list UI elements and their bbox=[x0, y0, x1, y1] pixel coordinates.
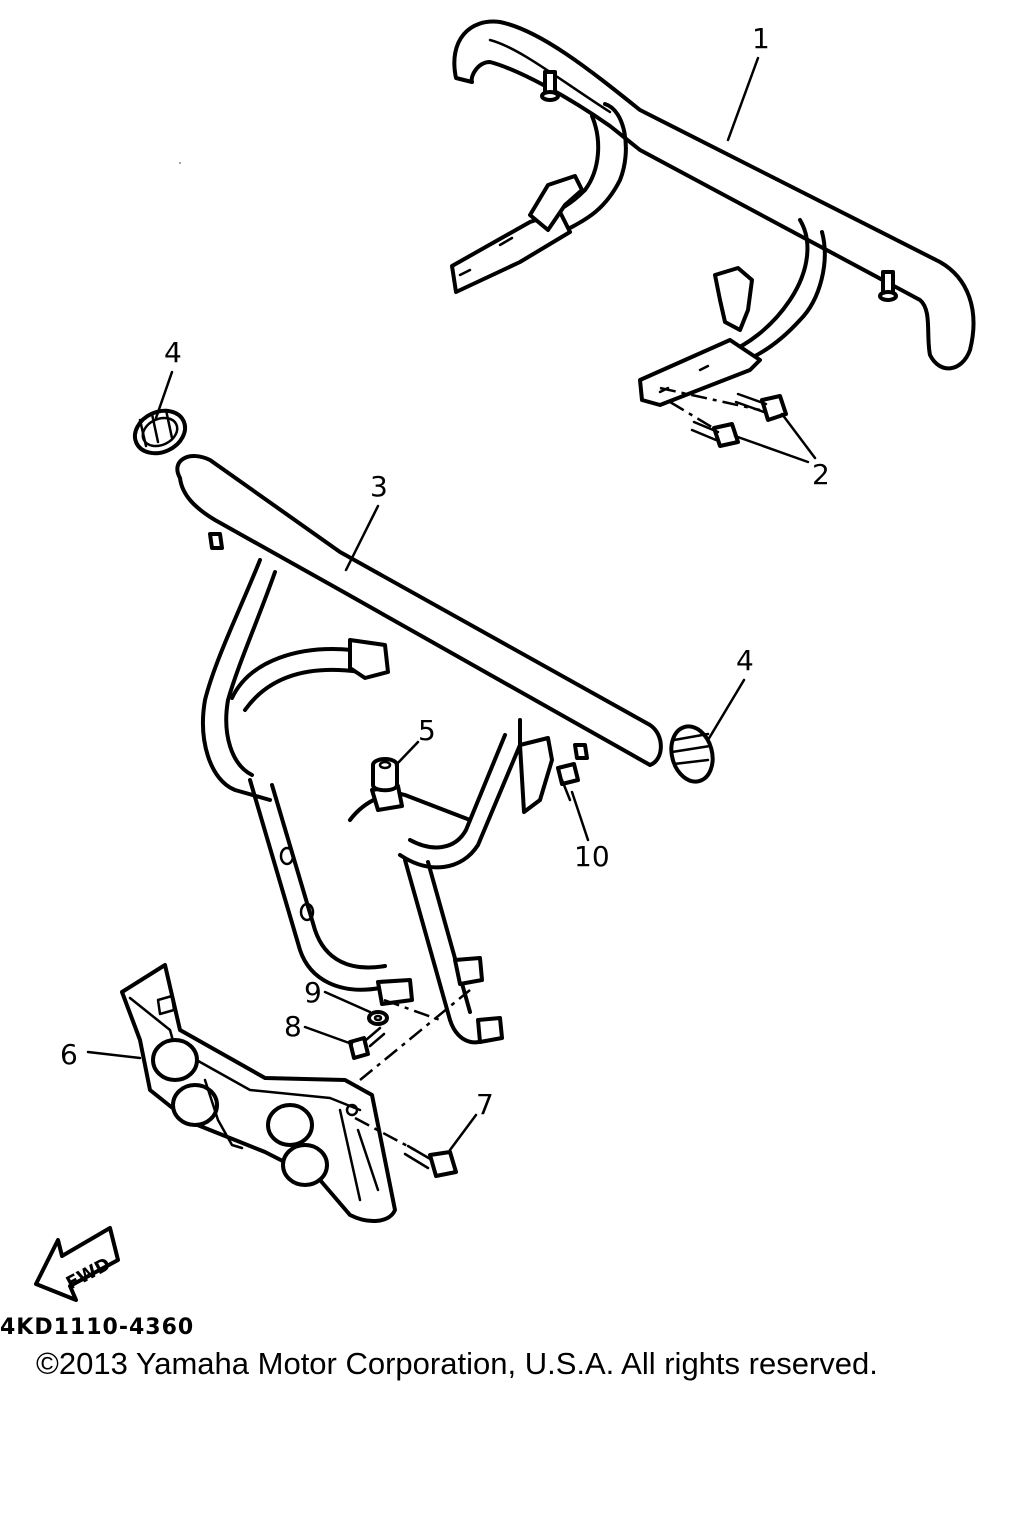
drawing-code: 4KD1110-4360 bbox=[0, 1315, 194, 1340]
end-cap-part-4-left bbox=[132, 408, 188, 456]
front-bumper-part-3 bbox=[175, 454, 663, 1045]
skid-plate-part-6 bbox=[120, 963, 397, 1223]
end-cap-part-4-right bbox=[669, 724, 715, 784]
callout-4-right: 4 bbox=[736, 644, 754, 677]
scan-speck bbox=[179, 162, 181, 164]
callout-9: 9 bbox=[304, 976, 322, 1009]
callout-4-left: 4 bbox=[164, 336, 182, 369]
forward-arrow-icon: FWD bbox=[34, 1226, 120, 1302]
bolts-part-2 bbox=[659, 386, 788, 448]
washer-part-9 bbox=[367, 1010, 389, 1026]
callout-8: 8 bbox=[284, 1010, 302, 1043]
bolt-part-10 bbox=[556, 762, 580, 802]
callout-2: 2 bbox=[812, 458, 830, 491]
callout-5: 5 bbox=[418, 714, 436, 747]
bolt-part-8 bbox=[348, 1026, 386, 1060]
grab-bar-part-1 bbox=[450, 19, 976, 407]
callout-7: 7 bbox=[476, 1088, 494, 1121]
leader-lines bbox=[86, 56, 817, 1152]
assembly-line-2 bbox=[383, 998, 441, 1022]
bolt-part-7 bbox=[354, 1116, 458, 1178]
assembly-line bbox=[359, 989, 471, 1081]
callout-6: 6 bbox=[60, 1038, 78, 1071]
callout-1: 1 bbox=[752, 22, 770, 55]
callout-10: 10 bbox=[574, 840, 610, 873]
callout-3: 3 bbox=[370, 470, 388, 503]
copyright-notice: ©2013 Yamaha Motor Corporation, U.S.A. A… bbox=[36, 1346, 878, 1381]
collar-part-5 bbox=[371, 757, 399, 793]
